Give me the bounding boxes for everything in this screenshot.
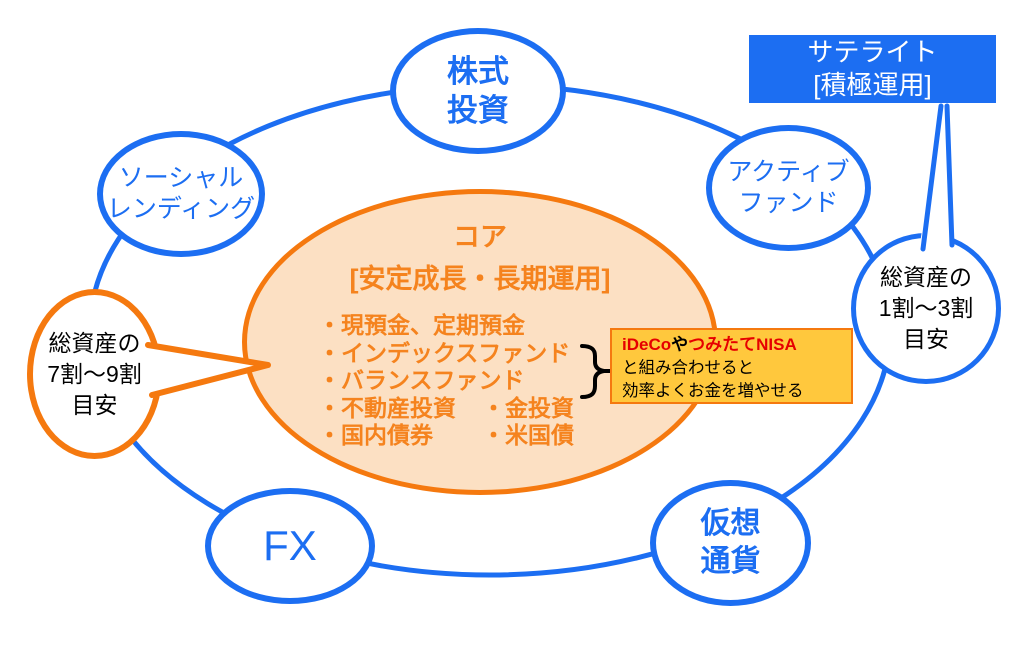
- node-label: ソーシャル: [118, 163, 244, 192]
- satellite-label: サテライト: [807, 37, 938, 67]
- node-active-fund: アクティブ ファンド: [706, 125, 871, 251]
- list-item: ・国内債券: [318, 422, 433, 448]
- satellite-label-box: サテライト [積極運用]: [749, 35, 996, 103]
- nisa-ideco-note: iDeCoやつみたてNISA と組み合わせると 効率よくお金を増やせる: [610, 328, 853, 404]
- node-label: 通貨: [700, 545, 761, 578]
- list-item-row: ・国内債券 ・米国債: [318, 422, 713, 450]
- callout-text: 総資産の: [48, 329, 141, 356]
- node-label: 株式: [447, 53, 509, 89]
- callout-text: 1割〜3割: [878, 295, 974, 321]
- node-label: 投資: [447, 93, 509, 128]
- node-social-lending: ソーシャル レンディング: [97, 131, 265, 257]
- list-item: ・現預金、定期預金: [318, 312, 525, 338]
- list-item: ・不動産投資: [318, 394, 456, 421]
- list-item-row: ・不動産投資 ・金投資: [318, 395, 713, 423]
- node-stock-investment: 株式 投資: [390, 28, 566, 154]
- note-tsumitate-nisa: つみたてNISA: [688, 335, 797, 354]
- list-item: ・金投資: [482, 394, 574, 421]
- note-ideco: iDeCo: [622, 335, 672, 354]
- list-item: ・インデックスファンド: [318, 339, 571, 366]
- list-item: ・米国債: [482, 422, 574, 448]
- node-label: アクティブ: [727, 157, 850, 186]
- callout-satellite-share: 総資産の 1割〜3割 目安: [851, 233, 1001, 384]
- node-label: レンディング: [106, 195, 256, 223]
- node-label: 仮想: [700, 507, 761, 541]
- callout-text: 総資産の: [880, 264, 972, 290]
- core-ellipse: コア [安定成長・長期運用] ・現預金、定期預金 ・インデックスファンド ・バラ…: [242, 189, 718, 495]
- satellite-label: [積極運用]: [813, 70, 932, 100]
- core-asset-list: ・現預金、定期預金 ・インデックスファンド ・バランスファンド ・不動産投資 ・…: [318, 312, 713, 450]
- list-item: ・バランスファンド: [318, 367, 525, 393]
- node-label: ファンド: [738, 189, 839, 217]
- callout-text: 目安: [903, 326, 949, 352]
- note-line-1: iDeCoやつみたてNISA: [622, 333, 841, 357]
- callout-text: 7割〜9割: [47, 360, 142, 387]
- node-fx: FX: [205, 488, 375, 604]
- note-ya: や: [671, 335, 689, 354]
- note-line-2: と組み合わせると: [622, 358, 754, 377]
- callout-text: 目安: [71, 391, 118, 418]
- core-title: コア: [453, 222, 507, 252]
- callout-core-share: 総資産の 7割〜9割 目安: [27, 289, 162, 459]
- node-crypto-currency: 仮想 通貨: [650, 480, 811, 606]
- core-subtitle: [安定成長・長期運用]: [349, 264, 611, 294]
- note-line-3: 効率よくお金を増やせる: [622, 382, 804, 400]
- node-label: FX: [263, 521, 317, 569]
